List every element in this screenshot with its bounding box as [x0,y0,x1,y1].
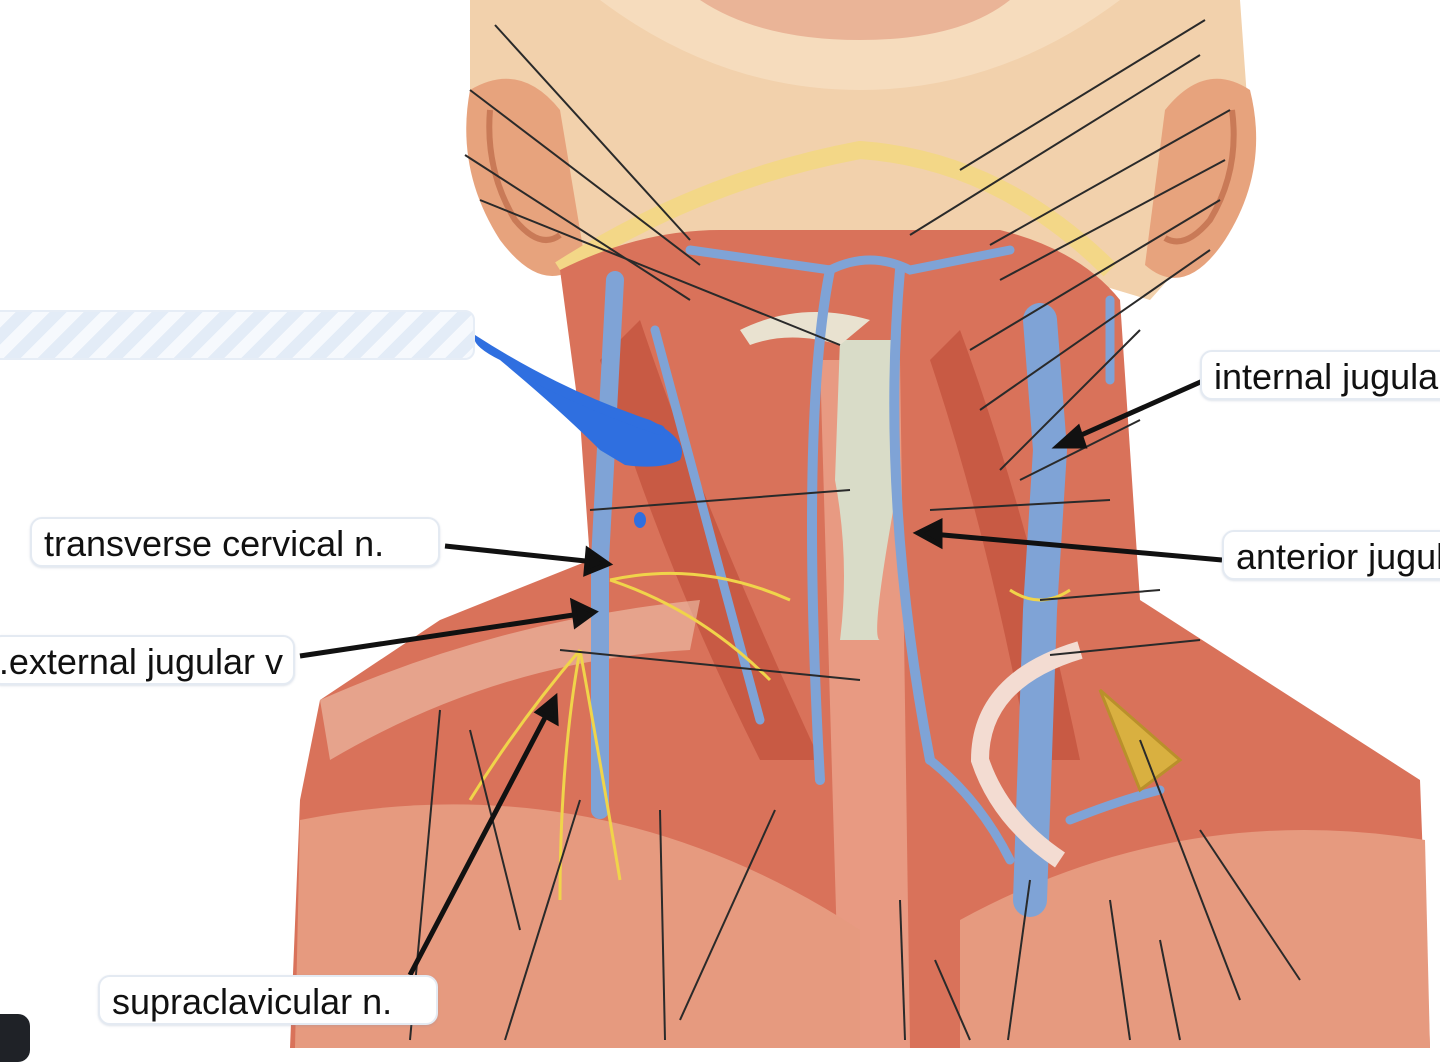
leader-lines [409,19,1301,1041]
ear-left [466,78,585,276]
mandible-rim [555,140,1117,278]
omohyoid-loop [970,641,1083,868]
veins [591,245,1165,917]
label-internal-jugular-v[interactable]: internal jugular v. [1200,350,1440,400]
label-external-jugular-v[interactable]: external jugular v. [0,635,295,685]
blank-label-box[interactable] [0,310,475,360]
pointer-arrows [299,377,1223,977]
app-corner-badge[interactable] [0,1014,30,1062]
label-transverse-cervical-n[interactable]: transverse cervical n. [30,517,440,567]
arrow-transverse-cervical [444,543,596,565]
arrow-internal-jugular [1068,377,1207,443]
label-supraclavicular-n[interactable]: supraclavicular n. [98,975,438,1025]
label-anterior-jugular-v[interactable]: anterior jugular v. [1222,530,1440,580]
arrow-supraclavicular [407,710,551,977]
neck-muscles [290,230,1430,1048]
arrow-anterior-jugular [931,531,1223,563]
blue-pen-annotation [474,335,682,528]
arrow-external-jugular [299,611,581,659]
